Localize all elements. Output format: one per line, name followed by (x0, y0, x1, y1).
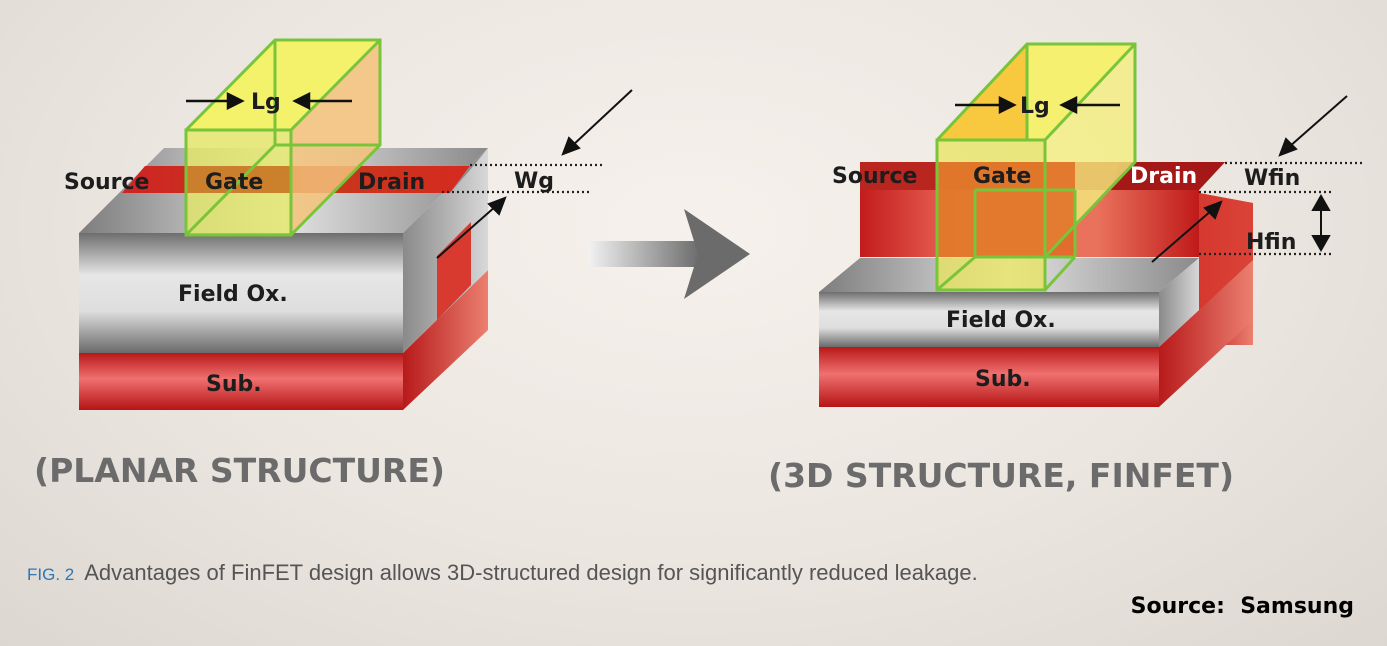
planar-gate-right (291, 40, 380, 235)
planar-wg-dotted-lines (442, 163, 604, 194)
figure-caption: FIG. 2 Advantages of FinFET design allows… (27, 560, 978, 586)
planar-gate-channel (186, 166, 291, 193)
finfet-wfin-arrows (1151, 95, 1348, 263)
finfet-title: (3D STRUCTURE, FINFET) (768, 456, 1234, 495)
planar-drain-label: Drain (358, 170, 425, 195)
figure-number: FIG. 2 (27, 565, 75, 584)
finfet-substrate-side (1159, 260, 1253, 407)
planar-substrate-side (403, 270, 488, 410)
transition-arrow (588, 209, 750, 299)
finfet-substrate-front (819, 347, 1159, 407)
source-credit: Source: Samsung (1130, 594, 1354, 619)
finfet-hfin-label: Hfin (1246, 230, 1296, 255)
finfet-drain-label: Drain (1130, 164, 1197, 189)
finfet-lg-label: Lg (1020, 94, 1050, 119)
fin-drain-side (1199, 193, 1253, 310)
planar-source-label: Source (64, 170, 149, 195)
planar-lg-label: Lg (251, 90, 281, 115)
planar-gate-label: Gate (205, 170, 263, 195)
planar-active-side (437, 222, 471, 320)
finfet-structure: Lg Source Gate Drain Wfin Hfin Field Ox.… (768, 42, 1362, 495)
planar-wg-arrows (436, 89, 633, 259)
figure-caption-text: Advantages of FinFET design allows 3D-st… (84, 560, 978, 585)
finfet-field-oxide-side (1159, 258, 1199, 347)
planar-structure: Lg Source Gate Drain Wg Field Ox. Sub. (… (34, 38, 633, 490)
finfet-field-oxide-front (819, 292, 1159, 347)
planar-wg-label: Wg (514, 169, 554, 194)
finfet-gate-label: Gate (973, 164, 1031, 189)
fin-drain-top (1110, 162, 1225, 190)
finfet-gate-channel (937, 162, 1075, 257)
finfet-lg-arrows (955, 95, 1120, 115)
planar-sub-label: Sub. (206, 372, 262, 397)
planar-title: (PLANAR STRUCTURE) (34, 451, 445, 490)
planar-field-oxide-front (79, 233, 403, 353)
planar-gate-top (186, 40, 380, 130)
planar-substrate-front (79, 353, 403, 410)
finfet-hfin-arrow (1311, 193, 1331, 253)
finfet-wfin-label: Wfin (1244, 166, 1300, 191)
planar-field-ox-label: Field Ox. (178, 282, 288, 307)
finfet-sub-label: Sub. (975, 367, 1031, 392)
planar-gate-outline (184, 38, 382, 237)
finfet-gate-outline (935, 42, 1137, 292)
finfet-source-label: Source (832, 164, 917, 189)
planar-strip-side (450, 148, 488, 193)
finfet-field-ox-label: Field Ox. (946, 308, 1056, 333)
planar-lg-arrows (186, 91, 352, 111)
